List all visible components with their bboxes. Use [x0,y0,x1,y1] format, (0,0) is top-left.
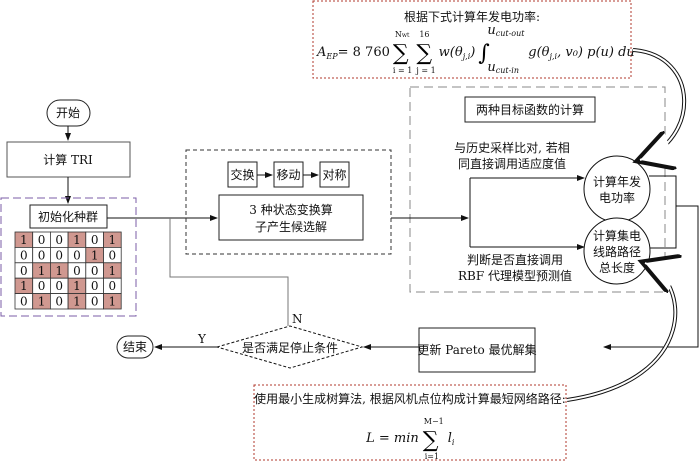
grid-cell-value: 0 [55,233,63,247]
bottom-formula-lhs: L = min [365,431,419,446]
pareto-box [418,327,536,373]
note-bottom-line2: RBF 代理模型预测值 [458,268,572,283]
grid-cell-value: 0 [20,248,28,262]
grid-cell-value: 0 [55,295,63,309]
grid-cell-value: 1 [109,264,117,278]
calc-length-line3: 总长度 [599,260,635,275]
integral-top: ucut-out [487,23,525,38]
grid-cell-value: 0 [20,295,28,309]
grid-cell-value: 0 [73,264,81,278]
end-label: 结束 [123,340,147,354]
op-label: 移动 [276,168,300,182]
transform-box [218,194,364,241]
grid-cell-value: 1 [73,233,81,247]
grid-cell-value: 0 [109,279,117,293]
bottom-formula-term: li [448,431,455,447]
op-box [319,161,350,188]
yes-label: Y [197,332,207,346]
op-label: 对称 [322,168,346,182]
op-box [227,161,258,188]
decision-label: 是否满足停止条件 [242,340,338,355]
start-label: 开始 [56,106,80,120]
top-formula-box: 根据下式计算年发电功率: AEP= 8 760 ∑ Nwt i = 1 ∑ 16… [312,0,635,79]
sum-symbol-3: ∑ [423,428,439,453]
calc-power-line1: 计算年发 [593,174,641,189]
grid-cell [103,293,122,310]
grid-cell-value: 0 [91,295,99,309]
grid-cell-value: 0 [38,248,46,262]
grid-cell-value: 1 [20,279,28,293]
note-bottom-line1: 判断是否直接调用 [467,252,563,267]
note-top-line2: 同直接调用适应度值 [458,156,566,171]
grid-cell-value: 0 [91,279,99,293]
objectives-title-box [464,96,596,123]
sum1-top: Nwt [395,30,410,39]
grid-cell-value: 1 [38,264,46,278]
transform-line1: 3 种状态变换算 [249,202,332,217]
calc-length-node [583,217,651,285]
grid-cell-value: 0 [38,279,46,293]
transform-line2: 子产生候选解 [255,220,327,234]
objectives-title: 两种目标函数的计算 [476,102,584,117]
stop-condition-decision [215,325,364,369]
grid-cell-value: 1 [38,295,46,309]
grid-cell-value: 1 [73,279,81,293]
grid-cell-value: 1 [109,233,117,247]
calc-tri-box [6,141,131,178]
calc-length-line1: 计算集电 [593,228,641,243]
integral-bottom: ucut-in [487,60,519,75]
sum3-top: M−1 [424,417,444,426]
calc-tri-label: 计算 TRI [43,152,93,167]
grid-cell-value: 0 [55,248,63,262]
grid-cell-value: 0 [55,279,63,293]
op-label: 交换 [230,167,254,182]
objectives-region [409,86,666,293]
calc-power-line2: 电功率 [599,190,635,205]
calc-length-line2: 线路路径 [593,244,641,259]
formula-w: w(θj,i) [439,45,476,61]
integral-symbol: ∫ [478,41,490,66]
init-population-label: 初始化种群 [38,210,98,224]
grid-cell-value: 1 [109,295,117,309]
note-top-line1: 与历史采样比对, 若相 [454,140,570,155]
top-formula-title: 根据下式计算年发电功率: [404,9,540,24]
pareto-label: 更新 Pareto 最优解集 [417,342,536,357]
formula-integrand: g(θj,i, v₀) p(u) du [528,45,635,61]
grid-cell-value: 0 [73,248,81,262]
top-formula-expression: AEP= 8 760 ∑ Nwt i = 1 ∑ 16 j = 1 w(θj,i… [316,23,635,75]
no-label: N [292,312,303,326]
sum-symbol-2: ∑ [416,41,432,66]
sum1-bottom: i = 1 [393,66,412,75]
grid-cell-value: 1 [91,248,99,262]
end-node [116,335,154,359]
grid-cell-value: 0 [109,248,117,262]
grid-cell-value: 0 [91,233,99,247]
init-population-box [29,204,108,229]
bottom-formula-title: 使用最小生成树算法, 根据风机点位构成计算最短网络路径: [254,391,566,406]
grid-cell-value: 0 [91,264,99,278]
grid-cell-value: 0 [38,233,46,247]
grid-cell-value: 1 [55,264,63,278]
sum3-bottom: i=1 [425,452,439,461]
grid-cell-value: 0 [20,264,28,278]
grid-cell-value: 1 [20,233,28,247]
bottom-formula-expression: L = min ∑ M−1 i=1 li [365,417,455,461]
population-region [0,197,137,317]
sum-symbol-1: ∑ [393,41,409,66]
formula-lhs: AEP= 8 760 [316,45,390,61]
sum2-bottom: j = 1 [415,66,435,75]
bottom-formula-box [253,384,567,461]
grid-cell-value: 1 [73,295,81,309]
sum2-top: 16 [419,30,429,39]
calc-power-node [583,155,651,223]
